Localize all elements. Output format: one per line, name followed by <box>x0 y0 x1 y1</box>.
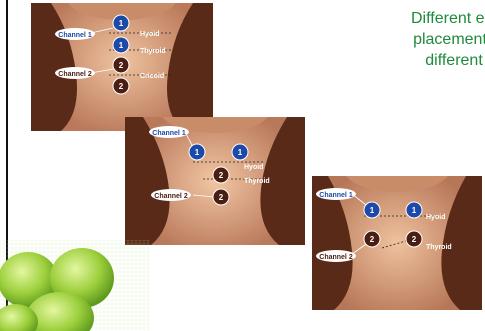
channel2-label: Channel 2 <box>319 254 353 261</box>
label-thyroid: Thyroid <box>140 48 166 55</box>
svg-text:1: 1 <box>119 41 124 50</box>
apples-decoration <box>0 240 150 331</box>
channel2-label: Channel 2 <box>154 193 188 200</box>
label-hyoid: Hyoid <box>244 164 263 171</box>
neck-illustration-1: Channel 1 Channel 2 1 1 2 2 Hyoid Thyroi… <box>31 3 213 131</box>
caption-line-2: placements <box>354 29 485 50</box>
label-thyroid: Thyroid <box>244 178 270 185</box>
svg-text:1: 1 <box>119 19 124 28</box>
svg-text:2: 2 <box>219 171 224 180</box>
neck-panel-2: Channel 1 Channel 2 1 1 2 2 Hyoid Thyroi… <box>125 117 305 245</box>
label-hyoid: Hyoid <box>140 31 159 38</box>
svg-text:1: 1 <box>238 148 243 157</box>
channel1-label: Channel 1 <box>58 32 92 39</box>
svg-text:2: 2 <box>119 82 124 91</box>
svg-text:2: 2 <box>412 235 417 244</box>
channel2-badge: Channel 2 <box>55 67 95 79</box>
caption-line-3: different <box>354 50 485 71</box>
neck-panel-1: Channel 1 Channel 2 1 1 2 2 Hyoid Thyroi… <box>31 3 213 131</box>
channel1-label: Channel 1 <box>152 130 186 137</box>
channel2-badge: Channel 2 <box>316 250 356 262</box>
label-thyroid: Thyroid <box>426 244 452 251</box>
neck-illustration-2: Channel 1 Channel 2 1 1 2 2 Hyoid Thyroi… <box>125 117 305 245</box>
neck-panel-3: Channel 1 Channel 2 1 1 2 2 Hyoid Thyroi… <box>312 176 482 310</box>
caption-line-1: Different ele <box>354 8 485 29</box>
label-hyoid: Hyoid <box>426 214 445 221</box>
svg-text:2: 2 <box>119 61 124 70</box>
channel1-label: Channel 1 <box>319 192 353 199</box>
svg-text:1: 1 <box>412 206 417 215</box>
svg-text:2: 2 <box>219 193 224 202</box>
caption-text: Different ele placements different <box>354 8 485 71</box>
label-cricoid: Cricoid <box>140 73 164 80</box>
channel1-badge: Channel 1 <box>316 188 356 200</box>
svg-text:2: 2 <box>370 235 375 244</box>
svg-text:1: 1 <box>370 206 375 215</box>
channel1-badge: Channel 1 <box>55 28 95 40</box>
channel1-badge: Channel 1 <box>149 126 189 138</box>
channel2-badge: Channel 2 <box>151 189 191 201</box>
svg-text:1: 1 <box>195 148 200 157</box>
channel2-label: Channel 2 <box>58 71 92 78</box>
neck-illustration-3: Channel 1 Channel 2 1 1 2 2 Hyoid Thyroi… <box>312 176 482 310</box>
